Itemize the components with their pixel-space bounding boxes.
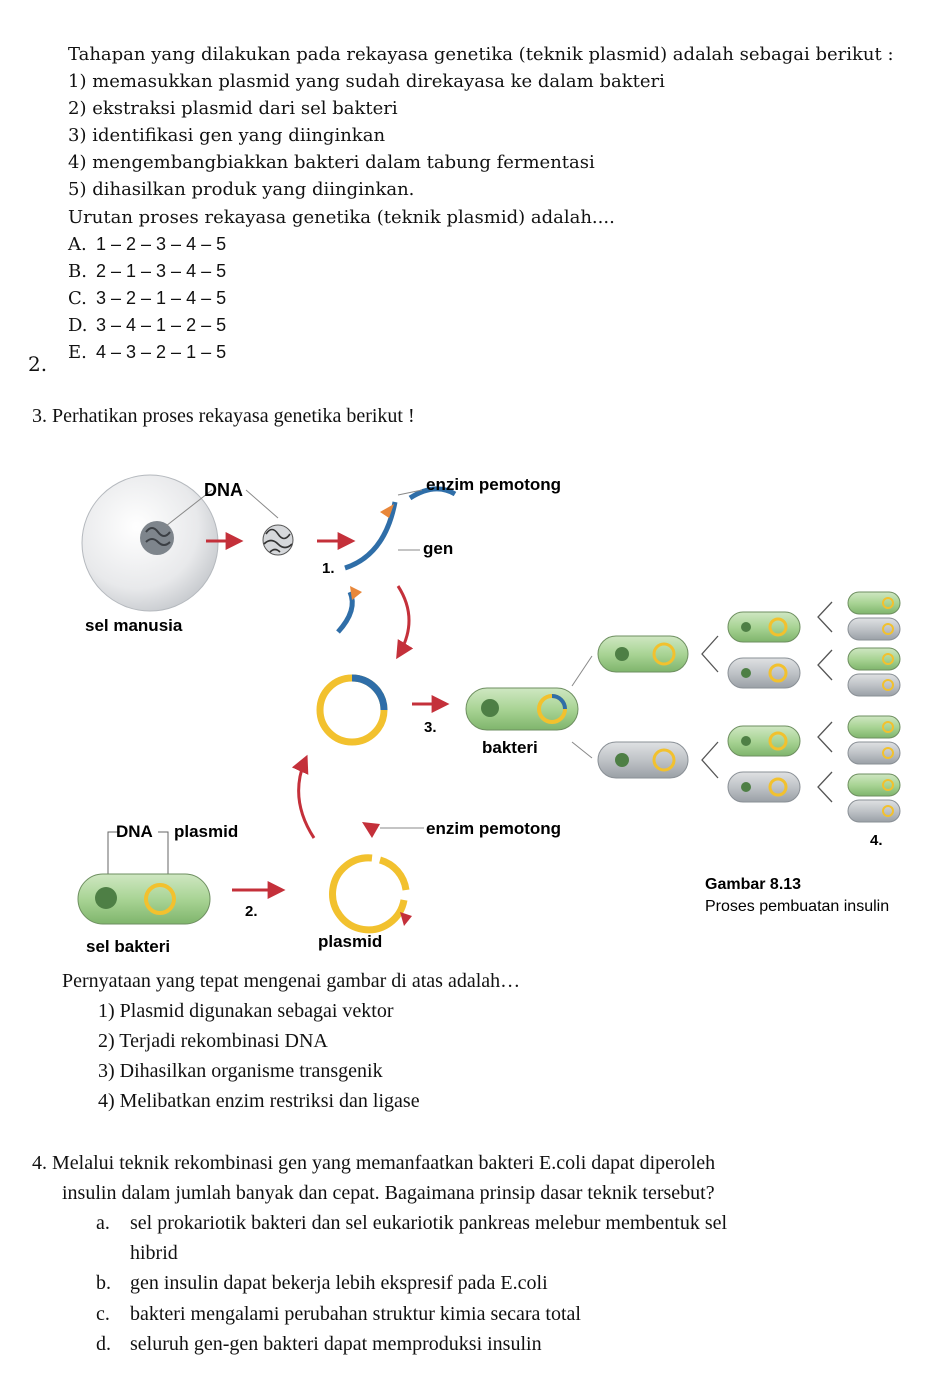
enzyme-scissor-top bbox=[380, 504, 394, 518]
q4-option-a-letter: a. bbox=[96, 1212, 110, 1234]
q4-option-c: bakteri mengalami perubahan struktur kim… bbox=[130, 1303, 581, 1325]
enzyme-scissor-mid bbox=[350, 586, 362, 600]
q3-statement-1: 1) Plasmid digunakan sebagai vektor bbox=[98, 1000, 394, 1022]
bacterial-cell bbox=[77, 873, 211, 925]
bracket-d bbox=[817, 649, 833, 681]
q3-statement-2: 2) Terjadi rekombinasi DNA bbox=[98, 1030, 328, 1052]
label-dna-bottom: DNA bbox=[116, 822, 153, 841]
bacteria-generation-4 bbox=[847, 591, 901, 823]
q3-title: 3. Perhatikan proses rekayasa genetika b… bbox=[32, 405, 415, 427]
dna-leader bbox=[165, 489, 213, 527]
dna-tangle-icon bbox=[262, 524, 294, 556]
label-step-1: 1. bbox=[322, 560, 335, 577]
q3-question: Pernyataan yang tepat mengenai gambar di… bbox=[62, 970, 521, 992]
q4-line-2: insulin dalam jumlah banyak dan cepat. B… bbox=[62, 1182, 715, 1204]
label-step-3: 3. bbox=[424, 719, 437, 736]
label-dna: DNA bbox=[204, 480, 243, 500]
q2-option-e-letter: E. bbox=[68, 342, 87, 363]
arrow-insert-gene bbox=[396, 585, 414, 660]
insulin-process-figure: DNA 1. gen enzim pemotong sel manusia 3.… bbox=[77, 474, 901, 956]
q2-option-e: 4 – 3 – 2 – 1 – 5 bbox=[96, 342, 227, 362]
q4-line-1: 4. Melalui teknik rekombinasi gen yang m… bbox=[32, 1152, 716, 1174]
q4-option-c-letter: c. bbox=[96, 1303, 110, 1325]
label-bakteri: bakteri bbox=[482, 738, 538, 757]
q2-number: 2. bbox=[28, 352, 48, 376]
gene-strand bbox=[344, 501, 398, 571]
q2-step-4: 4) mengembangbiakkan bakteri dalam tabun… bbox=[68, 152, 595, 173]
q3-statement-4: 4) Melibatkan enzim restriksi dan ligase bbox=[98, 1090, 420, 1112]
label-enzim-bottom: enzim pemotong bbox=[426, 819, 561, 838]
q2-option-b: 2 – 1 – 3 – 4 – 5 bbox=[96, 261, 227, 281]
bracket-b bbox=[701, 741, 719, 779]
q4-option-d-letter: d. bbox=[96, 1333, 111, 1355]
label-plasmid-top: plasmid bbox=[174, 822, 238, 841]
q4-option-b: gen insulin dapat bekerja lebih ekspresi… bbox=[130, 1272, 548, 1294]
gene-fragment bbox=[336, 590, 355, 634]
q3-statement-3: 3) Dihasilkan organisme transgenik bbox=[98, 1060, 383, 1082]
bracket-a bbox=[701, 635, 719, 673]
q2-option-d: 3 – 4 – 1 – 2 – 5 bbox=[96, 315, 227, 335]
bacteria-generation-2 bbox=[597, 635, 689, 779]
q2-step-1: 1) memasukkan plasmid yang sudah direkay… bbox=[68, 71, 665, 92]
q2-option-a: 1 – 2 – 3 – 4 – 5 bbox=[96, 234, 227, 254]
label-plasmid-bottom: plasmid bbox=[318, 932, 382, 951]
q2-option-c-letter: C. bbox=[68, 288, 87, 309]
q4-option-a-cont: hibrid bbox=[130, 1242, 178, 1264]
human-cell bbox=[81, 474, 219, 612]
label-gen: gen bbox=[423, 539, 453, 558]
label-step-4: 4. bbox=[870, 832, 883, 849]
recombinant-bacterium bbox=[465, 687, 579, 731]
q2-option-b-letter: B. bbox=[68, 261, 87, 282]
label-sel-manusia: sel manusia bbox=[85, 616, 183, 635]
q2-question: Urutan proses rekayasa genetika (teknik … bbox=[68, 207, 615, 228]
recombinant-plasmid bbox=[316, 674, 388, 746]
plasmid-label-leader bbox=[158, 831, 169, 878]
branch-line-top bbox=[571, 655, 593, 687]
dna-label-leader bbox=[107, 831, 120, 892]
q4-option-a: sel prokariotik bakteri dan sel eukariot… bbox=[130, 1212, 728, 1234]
bacteria-generation-3 bbox=[727, 611, 801, 803]
label-enzim-top: enzim pemotong bbox=[426, 475, 561, 494]
figure-number: Gambar 8.13 bbox=[705, 876, 801, 893]
bracket-f bbox=[817, 771, 833, 803]
q2-option-d-letter: D. bbox=[68, 315, 88, 336]
arrow-plasmid-return bbox=[291, 754, 316, 839]
q4-option-b-letter: b. bbox=[96, 1272, 111, 1294]
dna-strand-top bbox=[408, 486, 457, 501]
q2-step-2: 2) ekstraksi plasmid dari sel bakteri bbox=[68, 98, 398, 119]
q2-option-c: 3 – 2 – 1 – 4 – 5 bbox=[96, 288, 227, 308]
q2-step-5: 5) dihasilkan produk yang diinginkan. bbox=[68, 179, 415, 200]
label-sel-bakteri: sel bakteri bbox=[86, 937, 170, 956]
q2-step-3: 3) identifikasi gen yang diinginkan bbox=[68, 125, 386, 146]
cut-plasmid bbox=[329, 822, 412, 934]
bracket-e bbox=[817, 721, 833, 753]
dna-leader-2 bbox=[245, 489, 279, 519]
enzim-top-leader bbox=[397, 489, 423, 496]
bracket-c bbox=[817, 601, 833, 633]
q2-option-a-letter: A. bbox=[68, 234, 87, 255]
label-step-2: 2. bbox=[245, 903, 258, 920]
figure-caption: Proses pembuatan insulin bbox=[705, 898, 889, 915]
q2-intro: Tahapan yang dilakukan pada rekayasa gen… bbox=[68, 44, 894, 65]
q4-option-d: seluruh gen-gen bakteri dapat memproduks… bbox=[130, 1333, 542, 1355]
branch-line-bottom bbox=[571, 741, 593, 759]
